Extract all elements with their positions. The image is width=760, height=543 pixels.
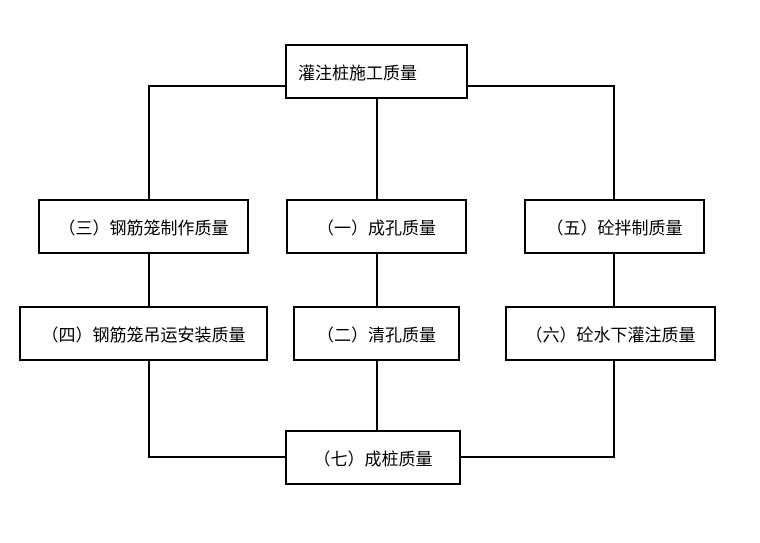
connector-top-right: [468, 85, 615, 199]
connector-bottom-right: [461, 361, 615, 458]
node-hole-cleaning-quality: （二）清孔质量: [293, 306, 460, 361]
connector-top-left: [148, 85, 285, 199]
node-label: 灌注桩施工质量: [298, 64, 417, 84]
node-finished-pile-quality: （七）成桩质量: [285, 430, 461, 485]
connector-bottom-left: [148, 361, 285, 458]
node-hole-forming-quality: （一）成孔质量: [286, 199, 467, 254]
node-cage-fabrication-quality: （三）钢筋笼制作质量: [38, 199, 249, 254]
node-label: （四）钢筋笼吊运安装质量: [41, 326, 246, 346]
node-label: （五）砼拌制质量: [546, 219, 683, 239]
node-cage-installation-quality: （四）钢筋笼吊运安装质量: [19, 306, 268, 361]
node-label: （一）成孔质量: [317, 219, 436, 239]
node-label: （三）钢筋笼制作质量: [58, 219, 229, 239]
node-underwater-pouring-quality: （六）砼水下灌注质量: [505, 306, 716, 361]
node-label: （六）砼水下灌注质量: [525, 326, 696, 346]
node-pile-construction-quality: 灌注桩施工质量: [285, 44, 468, 99]
node-label: （七）成桩质量: [313, 450, 433, 470]
node-label: （二）清孔质量: [317, 326, 436, 346]
node-concrete-mixing-quality: （五）砼拌制质量: [524, 199, 705, 254]
